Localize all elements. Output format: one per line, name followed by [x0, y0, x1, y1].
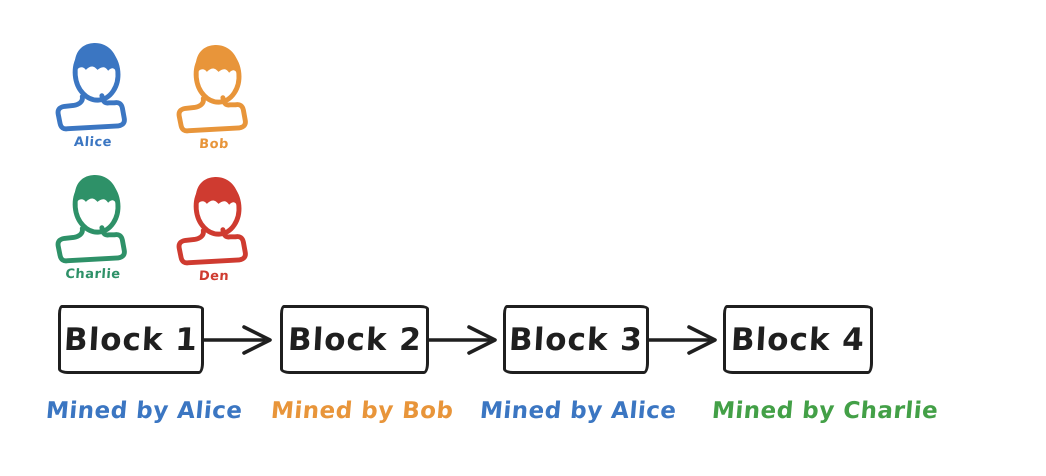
- arrow-right-icon: [202, 325, 272, 355]
- block-2: Block 2: [280, 305, 429, 374]
- avatar-den: Den: [166, 170, 262, 284]
- avatar-name-bob: Bob: [198, 137, 230, 152]
- person-icon: [55, 43, 127, 132]
- mined-by-label-3: Mined by Alice: [478, 398, 678, 424]
- mined-by-label-1: Mined by Alice: [44, 398, 244, 424]
- avatar-name-charlie: Charlie: [64, 267, 122, 282]
- avatar-bob: Bob: [166, 38, 262, 152]
- block-2-label: Block 2: [286, 321, 423, 358]
- block-4: Block 4: [723, 305, 873, 374]
- block-3-label: Block 3: [508, 321, 644, 358]
- block-4-label: Block 4: [730, 321, 866, 358]
- avatar-name-alice: Alice: [73, 135, 113, 150]
- person-icon: [176, 177, 248, 266]
- arrow-right-icon: [427, 325, 497, 355]
- avatar-charlie: Charlie: [45, 168, 141, 282]
- block-1: Block 1: [58, 305, 204, 374]
- avatar-alice: Alice: [45, 36, 141, 150]
- person-icon: [55, 175, 127, 264]
- block-1-label: Block 1: [63, 321, 199, 358]
- person-icon: [176, 45, 248, 134]
- mined-by-label-4: Mined by Charlie: [710, 398, 940, 424]
- arrow-right-icon: [647, 325, 717, 355]
- avatar-name-den: Den: [198, 269, 230, 284]
- block-3: Block 3: [503, 305, 649, 374]
- mined-by-label-2: Mined by Bob: [269, 398, 455, 424]
